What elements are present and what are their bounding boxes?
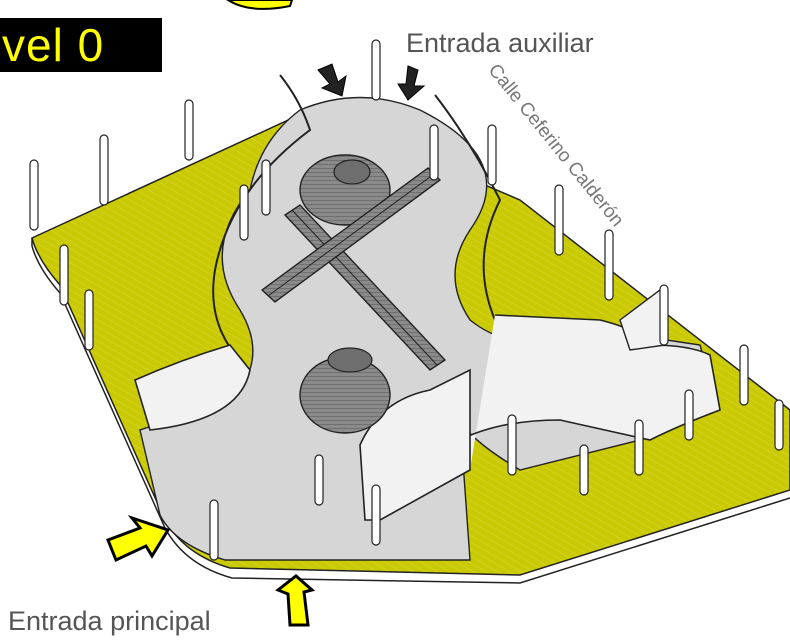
escalator-b <box>260 167 442 303</box>
level-title: vel 0 <box>0 18 162 72</box>
wall-mid-lower <box>359 368 471 521</box>
wall-left-curve <box>212 74 312 371</box>
spiral-stair-lower <box>299 347 391 434</box>
spiral-stair-upper <box>299 154 391 226</box>
wall-right-curve <box>434 94 502 321</box>
columns <box>29 39 784 561</box>
main-entrance-label: Entrada principal <box>8 606 211 636</box>
yellow-fragment-top <box>226 0 294 10</box>
wall-lower-left <box>134 344 251 431</box>
auxiliary-entrance-label: Entrada auxiliar <box>406 28 594 58</box>
aux-entrance-arrow-left <box>317 63 347 97</box>
aux-entrance-arrow-right <box>397 65 426 101</box>
main-entrance-arrow-side <box>106 514 171 563</box>
main-entrance-arrow-bottom <box>275 574 316 627</box>
